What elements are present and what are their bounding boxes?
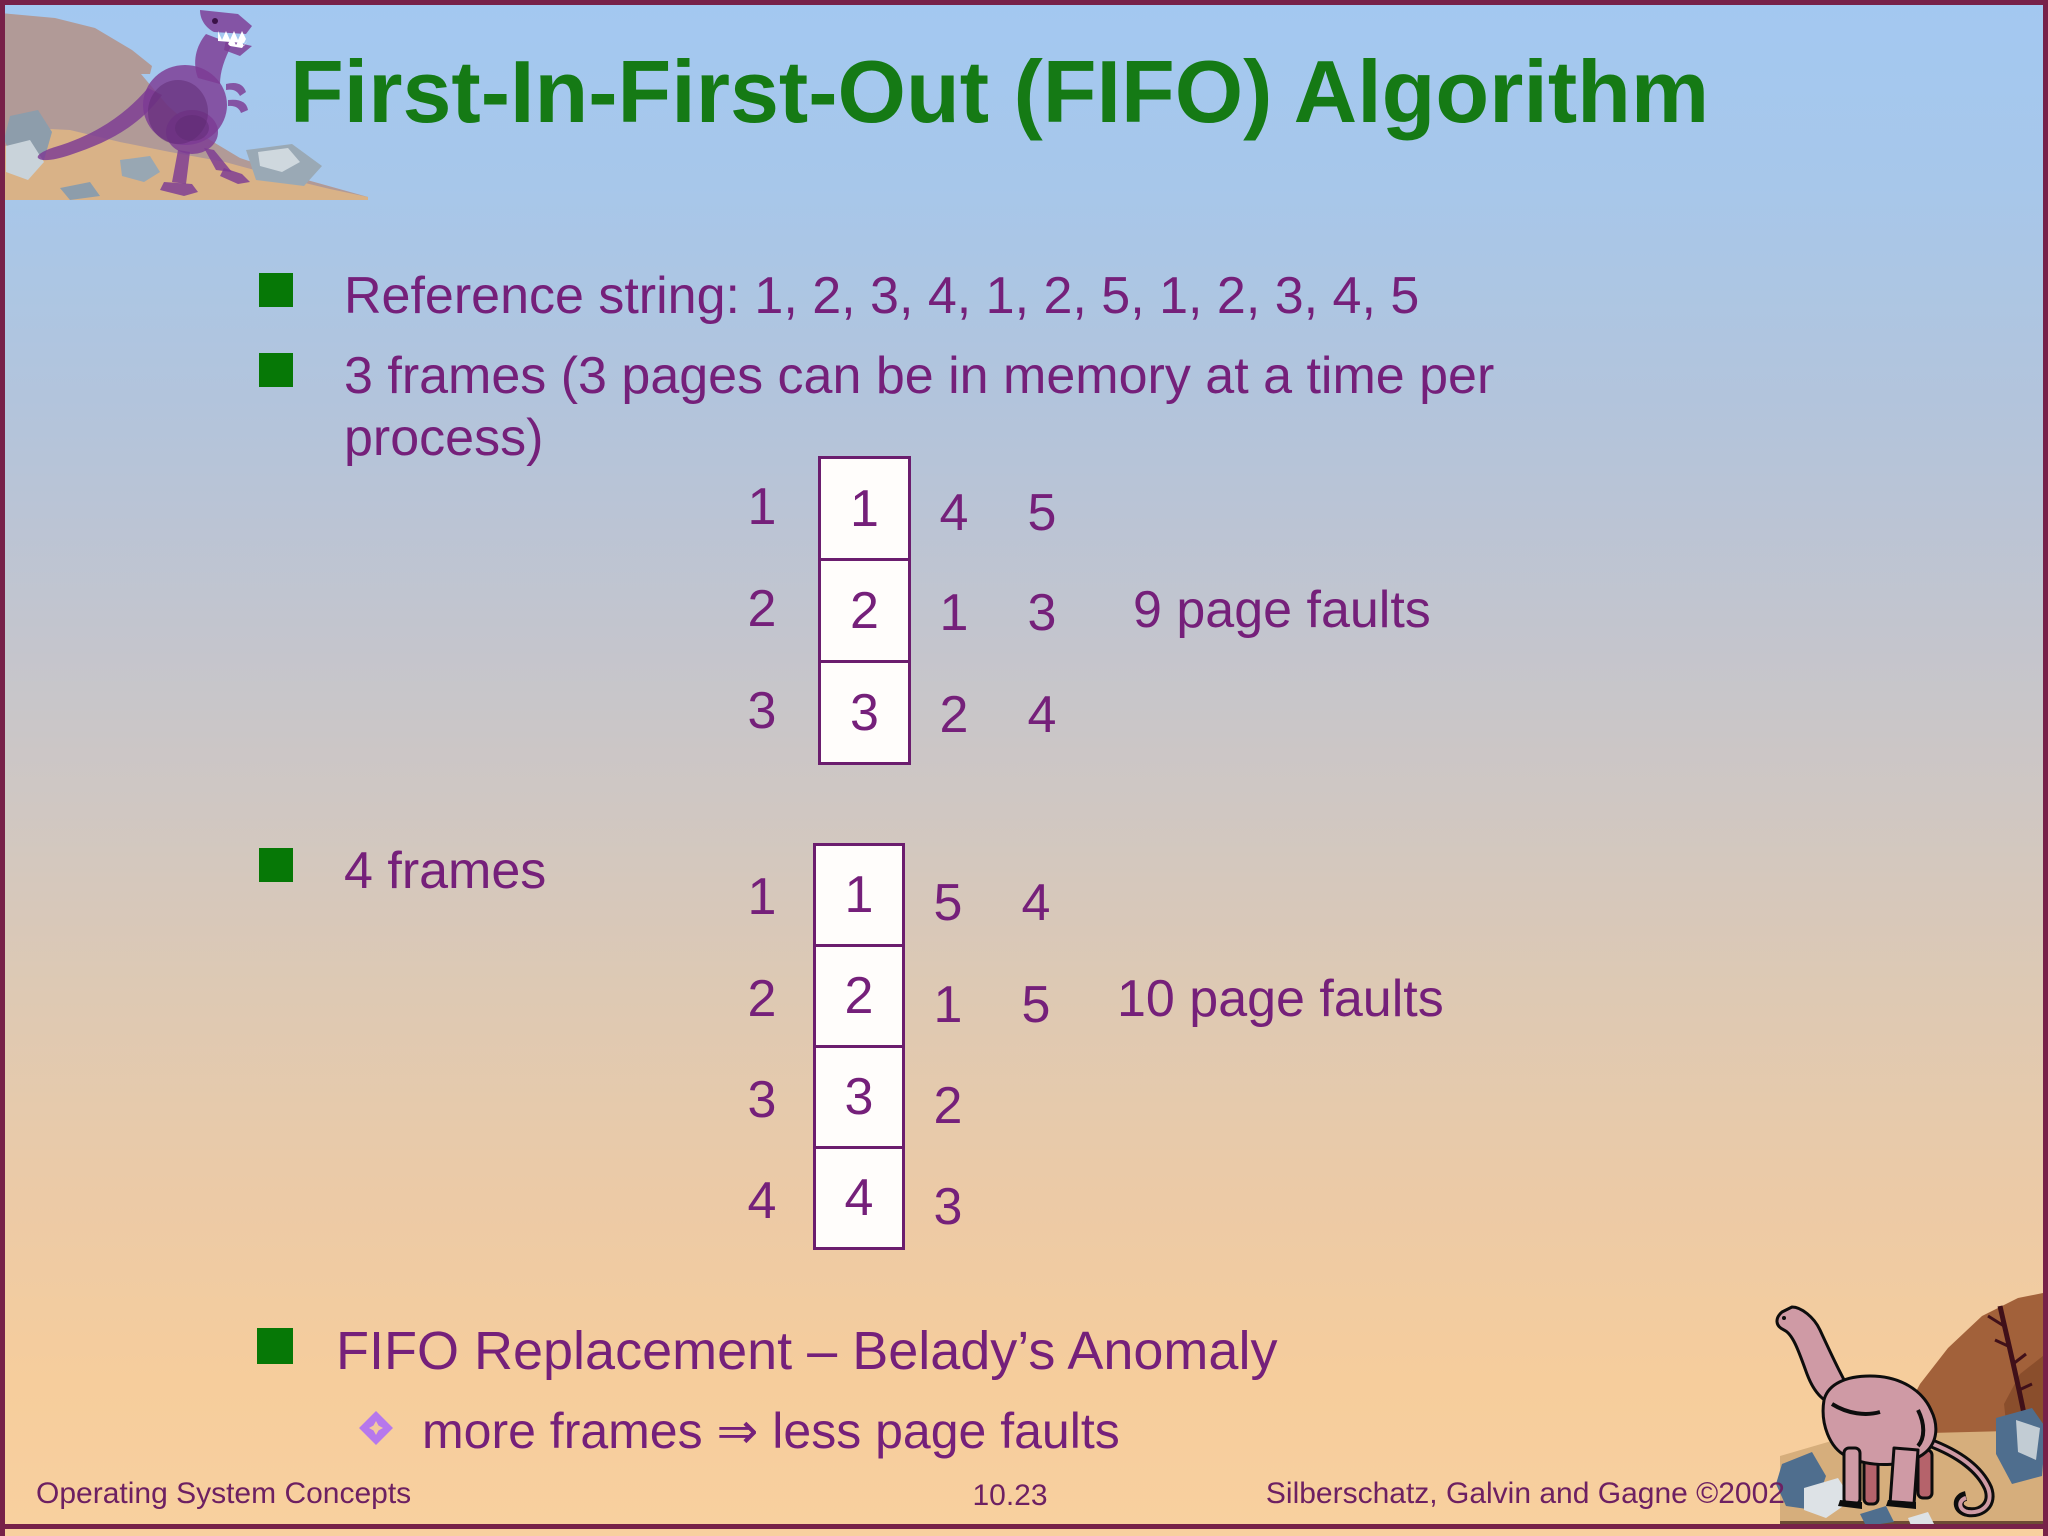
sauropod-body — [1775, 1305, 1995, 1518]
row-label: 1 — [747, 478, 777, 536]
frame-box-3: 1 2 3 — [818, 456, 911, 765]
footer-authors: Silberschatz, Galvin and Gagne ©2002 — [1265, 1477, 1785, 1510]
footer-book-title: Operating System Concepts — [36, 1477, 412, 1510]
step-value: 5 — [933, 874, 963, 932]
row-label: 3 — [747, 1071, 777, 1129]
step-value: 2 — [933, 1077, 963, 1135]
bullet-reference-string: Reference string: 1, 2, 3, 4, 1, 2, 5, 1… — [344, 267, 1420, 325]
step-value: 5 — [1027, 484, 1057, 542]
step-value: 5 — [1021, 976, 1051, 1034]
bullet-square — [259, 273, 293, 307]
bullet-fifo-replacement: FIFO Replacement – Belady’s Anomaly — [336, 1321, 1278, 1381]
row-label: 2 — [747, 580, 777, 638]
step-value: 3 — [933, 1178, 963, 1236]
frame-cell: 2 — [821, 558, 908, 660]
frame-cell: 1 — [850, 479, 879, 538]
step-value: 1 — [939, 584, 969, 642]
border-left — [0, 0, 5, 1536]
step-value: 4 — [1027, 686, 1057, 744]
footer-page-number: 10.23 — [972, 1479, 1048, 1512]
trex-eye — [212, 18, 218, 24]
row-label: 1 — [747, 868, 777, 926]
frame-cell: 4 — [816, 1146, 902, 1247]
frame-cell: 3 — [816, 1045, 902, 1146]
border-top — [0, 0, 2048, 5]
diamond-bullet-icon — [359, 1411, 393, 1445]
frame-box-4: 1 2 3 4 — [813, 843, 905, 1250]
frame-cell: 3 — [821, 660, 908, 762]
bullet-square — [257, 1328, 293, 1364]
slide-title: First-In-First-Out (FIFO) Algorithm — [290, 42, 1710, 141]
bullet-square — [259, 353, 293, 387]
frame-cell: 2 — [816, 944, 902, 1045]
row-label: 4 — [747, 1172, 777, 1230]
row-label: 3 — [747, 682, 777, 740]
page-fault-count-4frames: 10 page faults — [1117, 970, 1444, 1028]
border-bottom — [0, 1524, 2048, 1529]
bullet-four-frames: 4 frames — [344, 842, 547, 900]
step-value: 4 — [1021, 874, 1051, 932]
page-fault-count-3frames: 9 page faults — [1133, 581, 1431, 639]
step-value: 2 — [939, 686, 969, 744]
bullet-three-frames: 3 frames (3 pages can be in memory at a … — [344, 347, 1495, 467]
bullet-square — [259, 848, 293, 882]
step-value: 1 — [933, 976, 963, 1034]
frame-cell: 1 — [844, 866, 874, 924]
border-right — [2043, 0, 2048, 1536]
sauropod-illustration — [1775, 1292, 2048, 1528]
step-value: 4 — [939, 484, 969, 542]
sub-bullet-belady-note: more frames ⇒ less page faults — [422, 1403, 1120, 1459]
step-value: 3 — [1027, 584, 1057, 642]
trex-illustration — [0, 10, 368, 200]
row-label: 2 — [747, 970, 777, 1028]
